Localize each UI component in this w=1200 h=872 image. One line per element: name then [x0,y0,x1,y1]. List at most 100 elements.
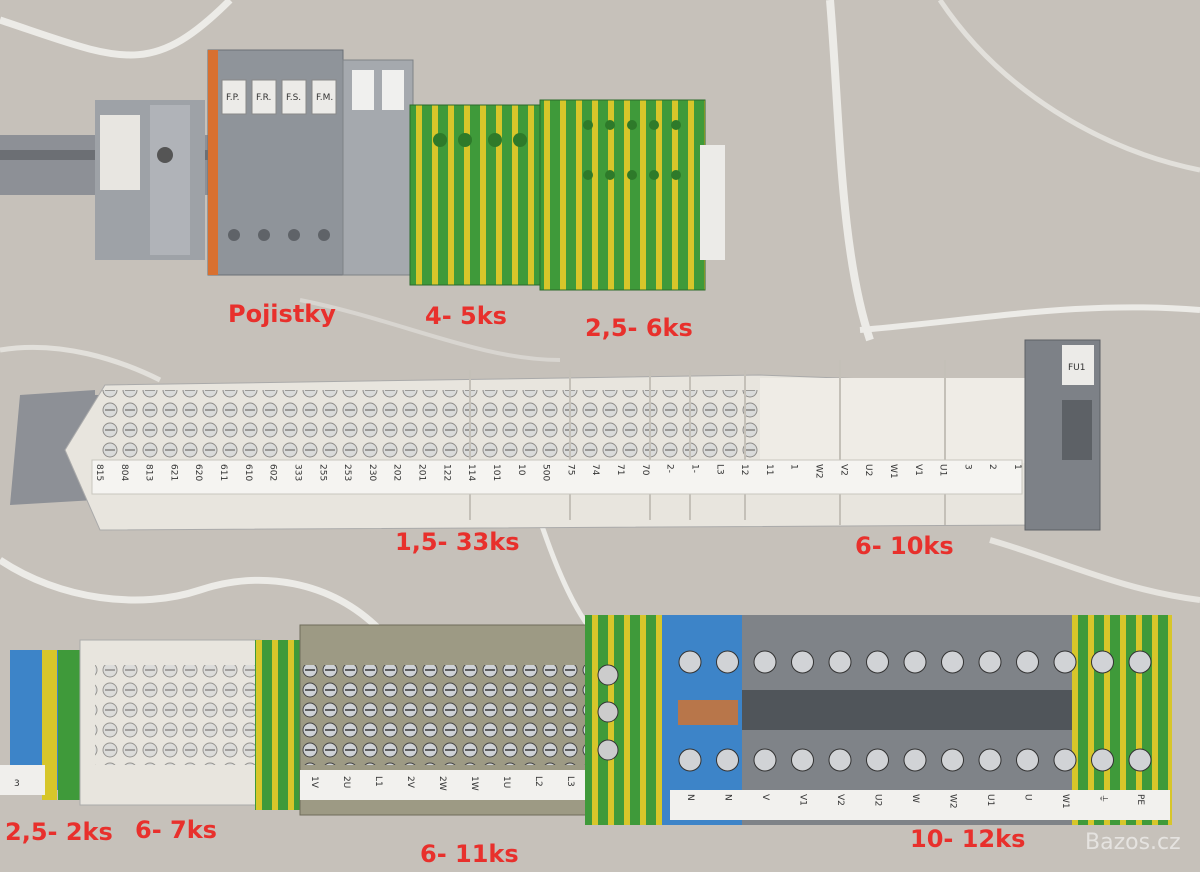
row3-beige-marker: L2 [533,776,543,787]
row2-marker: 201 [417,464,427,481]
row2-marker: 2- [665,464,675,473]
row3-right-marker: N [723,794,733,801]
screw-terminal [1091,748,1114,772]
row2-marker: W2 [814,464,824,479]
row2-marker: 1 [1012,464,1022,470]
screw-terminal [753,748,777,772]
fuse-marker-1: F.P. [226,93,239,103]
row2-marker: 813 [144,464,154,481]
screw-terminal [1053,650,1077,674]
row2-marker: 114 [466,464,476,481]
screw-terminal [678,650,702,674]
row2-marker: 10 [516,464,526,476]
row2-marker: U2 [863,464,873,476]
label-pojistky: Pojistky [228,300,336,328]
row2-marker: 621 [168,464,178,481]
row2-marker: 2 [987,464,997,470]
row2-marker: L3 [714,464,724,475]
row2-marker: 620 [193,464,203,481]
row3-beige-marker: 1V [309,776,319,789]
row3-beige-marker: L1 [373,776,383,787]
row3-right-marker: U2 [873,794,883,806]
row3-beige-marker-strip: 1V 2U L1 2V 2W 1W 1U L2 L3 [309,776,575,791]
screw-terminal [903,748,927,772]
screw-terminal [716,650,739,674]
row1-terminals: F.P. F.R. F.S. F.M. [0,49,725,291]
label-row2-1-5mm: 1,5- 33ks [395,528,520,556]
row3-left-marker: 3 [14,779,20,789]
row3-right-marker: U [1023,794,1033,801]
row3-right-marker: W2 [948,794,958,809]
row3-beige-marker: 2W [437,776,447,791]
fuse-marker-3: F.S. [286,93,301,103]
row2-marker: 255 [317,464,327,481]
row2-marker: 122 [441,464,451,481]
row2-marker: 333 [292,464,302,481]
screw-terminal [716,748,739,772]
row2-marker: 1 [789,464,799,470]
screw-terminal [791,748,814,772]
row2-marker: 11 [764,464,774,475]
screw-terminal [791,650,814,674]
row3-right-marker: U1 [985,794,995,806]
screw-terminal [941,748,964,772]
row2-terminals: 815 804 813 621 620 611 610 602 333 255 253 230 202 2… [10,339,1101,531]
screw-terminal [941,650,964,674]
row2-marker-strip: 815 804 813 621 620 611 610 602 333 255 253 230 202 2… [94,464,1022,481]
label-row2-6mm: 6- 10ks [855,532,954,560]
screw-terminal [903,650,927,674]
screw-terminal [978,650,1002,674]
row2-marker: 101 [491,464,501,481]
row2-marker: 804 [119,464,129,481]
screw-terminal [678,748,702,772]
row3-beige-marker: 2U [341,776,351,788]
row2-marker: 74 [590,464,600,476]
row2-marker: 815 [94,464,104,481]
row3-right-marker: W [910,794,920,803]
row3-right-marker: ⏚ [1098,794,1109,803]
row3-right-marker: PE [1135,794,1145,805]
screw-terminal [1053,748,1077,772]
row3-beige-marker: 2V [405,776,415,789]
row3-beige-marker: L3 [565,776,575,787]
row3-right-marker: V1 [798,794,808,806]
row2-marker: 70 [640,464,650,476]
row3-right-marker-strip: N N V V1 V2 U2 W W2 U1 U W1 ⏚ PE [685,794,1145,809]
label-row3-10mm: 10- 12ks [910,825,1026,853]
row3-terminals: 3 1V 2U L1 2V 2W 1W 1U L2 L3 N N V V1 V2 U2 W W2 U1 U W1 ⏚ P… [0,615,1172,825]
row2-marker: W1 [888,464,898,479]
row2-marker: 75 [565,464,575,475]
label-row3-2-5mm: 2,5- 2ks [5,818,113,846]
row3-right-marker: N [685,794,695,801]
row2-marker: 230 [367,464,377,481]
row2-marker: 253 [342,464,352,481]
label-row3-6mm-white: 6- 7ks [135,816,217,844]
screw-terminal [866,650,889,674]
screw-terminal [978,748,1002,772]
row2-marker: V2 [838,464,848,476]
screw-terminal [1016,650,1039,674]
screw-terminal [1128,650,1152,674]
row3-right-marker: W1 [1060,794,1070,809]
row2-marker: 611 [218,464,228,481]
screw-terminal [1016,748,1039,772]
row2-marker: 202 [392,464,402,481]
row3-right-marker: V [760,794,770,801]
row2-marker: 1- [689,464,699,473]
fuse-marker-2: F.R. [256,93,271,103]
row2-marker: 3 [962,464,972,470]
fuse-tag: FU1 [1068,363,1086,373]
watermark: Bazos.cz [1085,830,1181,855]
row3-beige-marker: 1U [501,776,511,788]
row2-marker: U1 [938,464,948,476]
row2-marker: 71 [615,464,625,475]
screw-terminal [866,748,889,772]
screw-terminal [1128,748,1152,772]
row3-right-marker: V2 [835,794,845,806]
row2-marker: 12 [739,464,749,475]
row2-marker: 602 [268,464,278,481]
row2-marker: 610 [243,464,253,481]
screw-terminal [1091,650,1114,674]
screw-terminal [753,650,777,674]
row3-beige-marker: 1W [469,776,479,791]
